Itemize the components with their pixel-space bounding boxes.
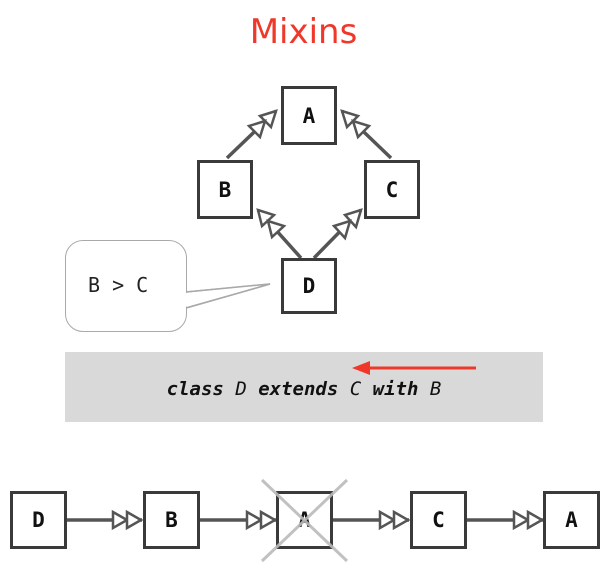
chain-box-c: C [410,491,467,549]
chain-head-4b [526,509,545,531]
class-d-box: D [281,258,337,314]
code-name-c: C [349,378,362,400]
chain-head-4a [512,509,531,531]
class-a-box: A [281,86,337,145]
speech-bubble [65,240,187,332]
bubble-tail-outline [185,283,271,309]
chain-head-3a [378,509,397,531]
red-arrow-head [352,361,370,375]
code-name-b: B [429,378,442,400]
class-c-box: C [364,160,420,219]
strike-x-icon [260,478,349,563]
arrowhead-c-a-2 [351,119,372,140]
arrowhead-d-c-2 [331,219,352,241]
kw-extends: extends [258,378,339,400]
code-line: class D extends C with B [65,378,543,400]
bubble-text: B > C [88,273,149,297]
chain-head-2b [259,509,278,531]
page-title: Mixins [249,12,358,52]
strike-line-2 [260,478,349,563]
chain-arrowheads [111,509,545,531]
chain-head-3b [392,509,411,531]
chain-head-2a [245,509,264,531]
chain-box-a: A [543,491,600,549]
code-bar: class D extends C with B [65,352,543,422]
code-name-d: D [235,378,247,400]
hierarchy-arrowheads [246,109,372,241]
arrowhead-b-a-2 [246,119,267,140]
chain-box-d: D [10,491,67,549]
kw-class: class [166,378,224,400]
chain-head-1b [125,509,144,531]
kw-with: with [372,378,419,400]
arrowhead-d-b-2 [266,219,287,240]
class-b-box: B [197,160,253,219]
chain-head-1a [111,509,130,531]
chain-box-b: B [143,491,200,549]
